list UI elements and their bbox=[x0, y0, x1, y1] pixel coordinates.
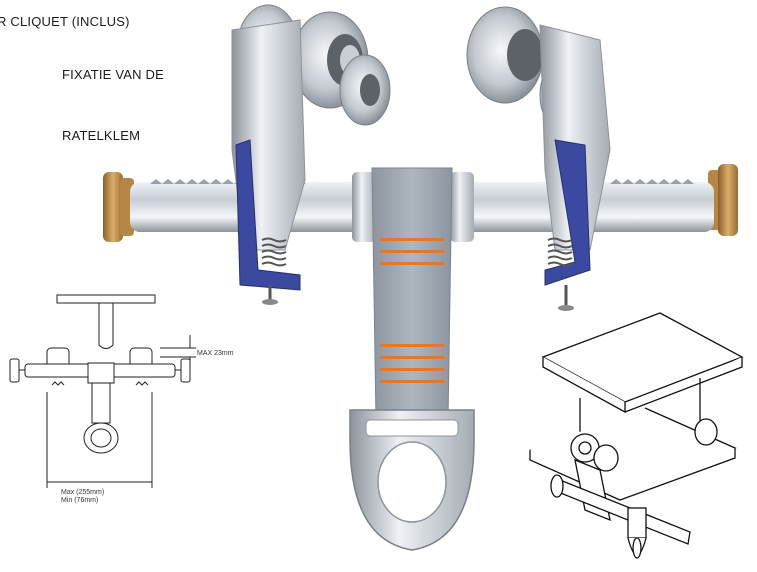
caption-line-1: R CLIQUET (INCLUS) bbox=[0, 14, 130, 29]
caption-line-2: FIXATIE VAN DE bbox=[62, 67, 165, 82]
dimension-diagram bbox=[9, 294, 196, 488]
right-end-cap bbox=[708, 164, 738, 236]
ratchet-teeth-right bbox=[610, 179, 694, 184]
beam-clamp-product bbox=[103, 4, 738, 551]
max-gap-label: MAX 23mm bbox=[197, 350, 234, 357]
min-width-label: Min (76mm) bbox=[61, 497, 98, 504]
webbing-strap bbox=[371, 167, 453, 421]
left-trolley-carriage bbox=[231, 4, 391, 305]
left-end-cap bbox=[103, 172, 134, 242]
caption-line-3: RATELKLEM bbox=[62, 128, 141, 143]
installed-line-drawing bbox=[529, 312, 744, 559]
d-ring bbox=[349, 409, 475, 551]
right-trolley-carriage bbox=[466, 6, 611, 311]
max-width-label: Max (255mm) bbox=[61, 489, 104, 496]
